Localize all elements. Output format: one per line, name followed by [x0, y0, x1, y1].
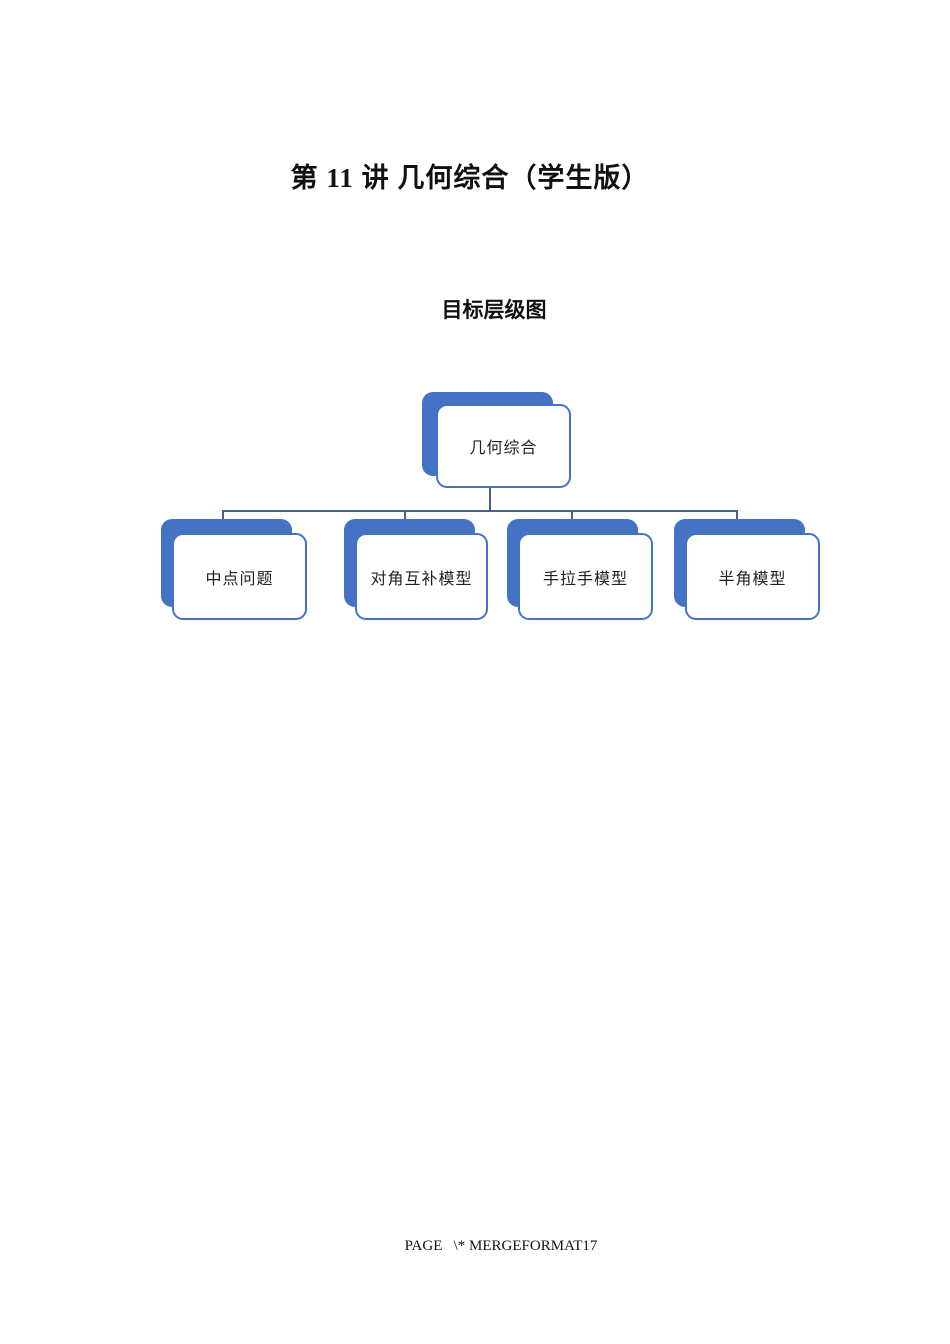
root-node-label: 几何综合 [469, 440, 538, 457]
connector-drop-4 [736, 510, 738, 523]
document-title: 第 11 讲 几何综合（学生版） [290, 163, 650, 193]
connector-drop-2 [404, 510, 406, 523]
child-node-2: 对角互补模型 [355, 533, 488, 620]
connector-crossbar [222, 510, 738, 512]
child-node-3-label: 手拉手模型 [542, 570, 628, 588]
connector-trunk [489, 487, 491, 512]
footer-field-code: PAGE \* MERGEFORMAT17 [404, 1238, 598, 1254]
child-node-2-label: 对角互补模型 [370, 570, 473, 588]
connector-drop-3 [571, 510, 573, 523]
child-node-4-label: 半角模型 [718, 570, 787, 588]
section-heading: 目标层级图 [441, 298, 547, 322]
child-node-4: 半角模型 [685, 533, 820, 620]
child-node-1-label: 中点问题 [205, 570, 274, 588]
connector-drop-1 [222, 510, 224, 523]
child-node-3: 手拉手模型 [518, 533, 653, 620]
root-node: 几何综合 [436, 404, 571, 488]
hierarchy-diagram: 几何综合 中点问题 对角互补模型 手拉手模型 半角模型 [161, 392, 820, 620]
child-node-1: 中点问题 [172, 533, 307, 620]
